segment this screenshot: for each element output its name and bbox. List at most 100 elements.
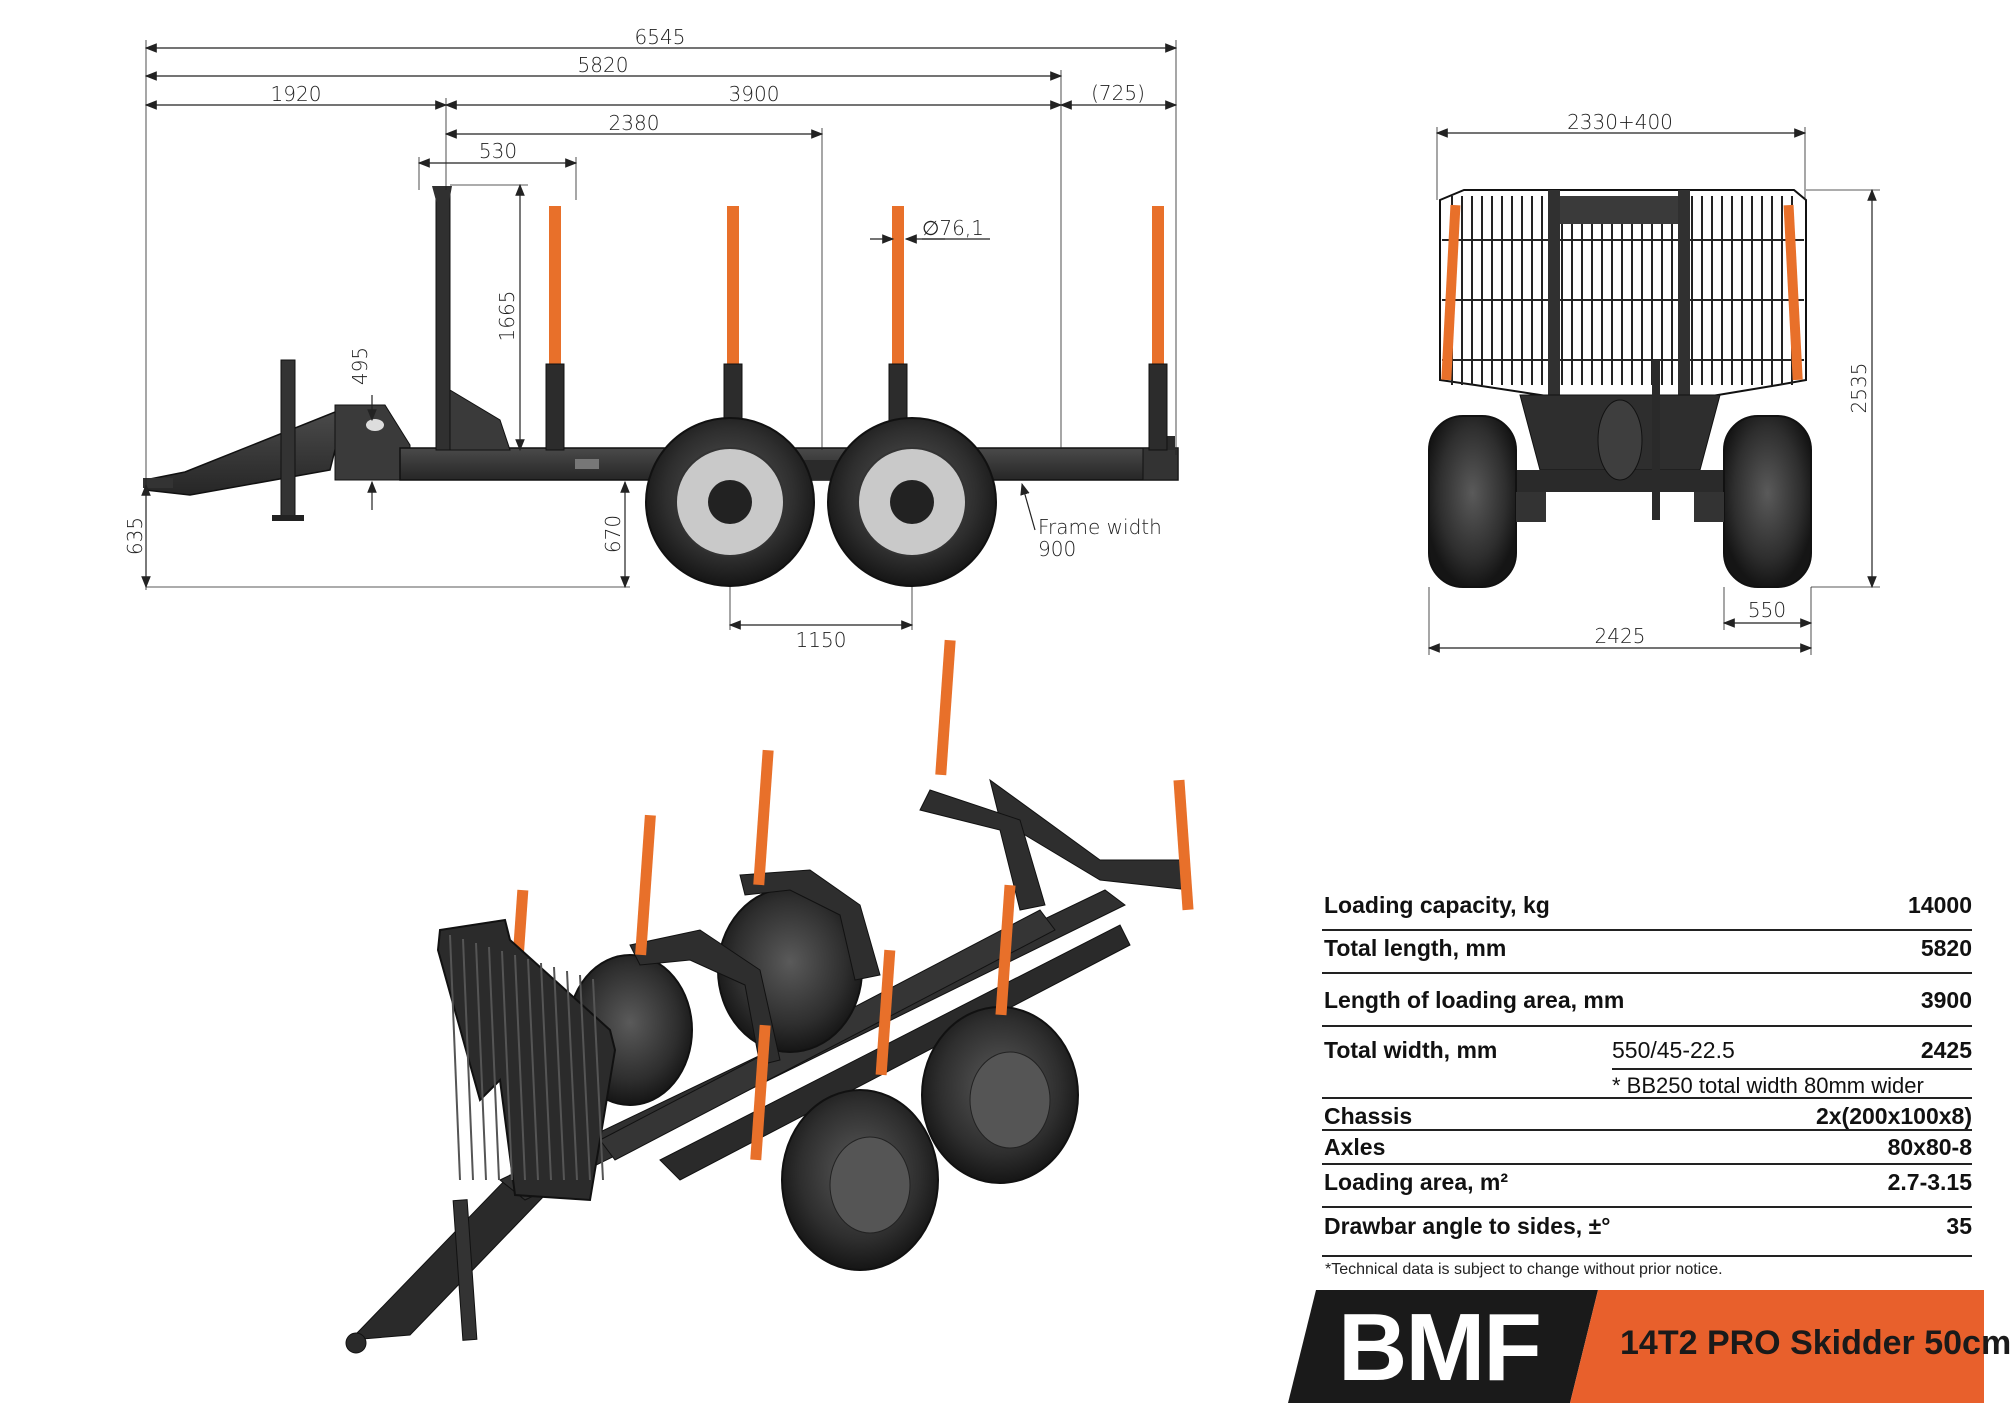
spec-label: Drawbar angle to sides, ±° [1324, 1213, 1611, 1239]
dim-top-width: 2330+400 [1567, 110, 1673, 134]
iso-gate-bar [462, 938, 474, 1181]
iso-gate-bar [501, 950, 513, 1181]
stake [995, 884, 1016, 1016]
table-rule [1322, 1025, 1972, 1027]
spec-value: 14000 [1908, 892, 1972, 918]
side-view-dimensions [141, 40, 1178, 630]
spec-row: Total length, mm 5820 [1322, 935, 1972, 965]
front-gate-post [435, 187, 451, 451]
iso-gate-bars [449, 934, 604, 1181]
side-view [143, 186, 1179, 587]
spec-label: Total width, mm [1324, 1037, 1498, 1063]
dim-stake-height: 1665 [495, 291, 519, 342]
disclaimer: *Technical data is subject to change wit… [1325, 1261, 1723, 1278]
stakes-side [545, 206, 1168, 451]
wheel [1428, 415, 1517, 588]
side-view-labels: 6545 5820 1920 3900 (725) 2380 530 1665 … [123, 25, 1162, 652]
dim-rear-overhang: (725) [1091, 81, 1145, 105]
iso-gate-bar [475, 942, 487, 1181]
support-leg [280, 359, 296, 521]
stake [1783, 204, 1803, 381]
spec-row: Length of loading area, mm 3900 [1322, 987, 1972, 1017]
stake [549, 206, 561, 366]
spec-row: Loading area, m² 2.7-3.15 [1322, 1169, 1972, 1199]
table-rule [1612, 1068, 1972, 1070]
table-rule [1322, 1097, 1972, 1099]
stake [1152, 206, 1164, 366]
iso-drawbar [348, 1174, 546, 1341]
spec-label: Chassis [1324, 1103, 1413, 1129]
spec-value: 2.7-3.15 [1887, 1169, 1972, 1195]
spec-label: Total length, mm [1324, 935, 1507, 961]
iso-gate-bar [514, 954, 526, 1181]
spec-value: 2x(200x100x8) [1815, 1103, 1972, 1129]
iso-gate-bar [527, 958, 539, 1181]
dim-height: 2535 [1847, 363, 1871, 414]
banner-accent [1570, 1290, 1984, 1403]
iso-gate-bar [592, 978, 604, 1181]
iso-gate-bar [449, 934, 461, 1181]
frame-width-value: 900 [1038, 537, 1076, 561]
stake [727, 206, 739, 366]
table-rule [1322, 929, 1972, 931]
stake [1173, 779, 1194, 911]
isometric-view [345, 639, 1194, 1354]
width-note: * BB250 total width 80mm wider [1612, 1073, 1924, 1098]
spec-label: Axles [1324, 1134, 1386, 1160]
wheels-side [645, 417, 997, 587]
spec-row: Drawbar angle to sides, ±° 35 [1322, 1213, 1972, 1243]
table-rule [1322, 1206, 1972, 1208]
stake [935, 639, 956, 776]
wheel [1723, 415, 1812, 588]
spec-value: 3900 [1920, 987, 1972, 1013]
iso-front-gate [436, 918, 617, 1202]
iso-gate-bar [553, 966, 565, 1181]
rear-view [1428, 189, 1812, 588]
model-title: 14T2 PRO Skidder 50cm [1620, 1324, 2011, 1362]
table-rule [1322, 1255, 1972, 1257]
stake [1441, 204, 1461, 381]
drawbar [144, 410, 341, 496]
spec-label: Loading area, m² [1324, 1169, 1509, 1195]
frame-width-label: Frame width [1038, 515, 1162, 539]
table-rule [1322, 972, 1972, 974]
spec-label: Length of loading area, mm [1324, 987, 1625, 1013]
table-rule [1322, 1163, 1972, 1165]
dim-total-width: 2425 [1595, 624, 1646, 648]
bmf-logo: BMF [1338, 1294, 1542, 1401]
iso-gate-bar [488, 946, 500, 1181]
spec-value: 35 [1946, 1213, 1972, 1239]
spec-label: Loading capacity, kg [1324, 892, 1550, 918]
stake [753, 749, 774, 886]
dim-total-length: 6545 [635, 25, 686, 49]
spec-row: Loading capacity, kg 14000 [1322, 892, 1972, 922]
rear-view-dimensions [1427, 127, 1880, 655]
spec-value: 5820 [1920, 935, 1972, 961]
dim-drawbar-height: 495 [348, 347, 372, 385]
spec-tyre-size: 550/45-22.5 [1612, 1037, 1735, 1063]
iso-gate-bar [566, 970, 578, 1181]
stake [892, 206, 904, 366]
dim-hitch-height: 635 [123, 517, 147, 555]
rear-view-labels: 2330+400 2535 550 2425 [1567, 110, 1871, 648]
dim-stake-offset: 530 [479, 139, 517, 163]
table-rule [1322, 1129, 1972, 1131]
iso-gate-bar [579, 974, 591, 1181]
banner-dark [1288, 1290, 1598, 1403]
hitch-eye [143, 478, 173, 488]
dim-frame-length: 5820 [578, 53, 629, 77]
spec-row: Chassis 2x(200x100x8) [1322, 1103, 1972, 1133]
iso-gate-bar [540, 962, 552, 1181]
stakes-iso [510, 639, 1194, 1161]
dim-front: 1920 [271, 82, 322, 106]
stake [875, 949, 896, 1076]
dim-loading-area: 3900 [729, 82, 780, 106]
stake [635, 814, 656, 956]
brand-banner [1288, 1290, 1984, 1403]
stake [750, 1024, 771, 1161]
dim-to-axle: 2380 [609, 111, 660, 135]
